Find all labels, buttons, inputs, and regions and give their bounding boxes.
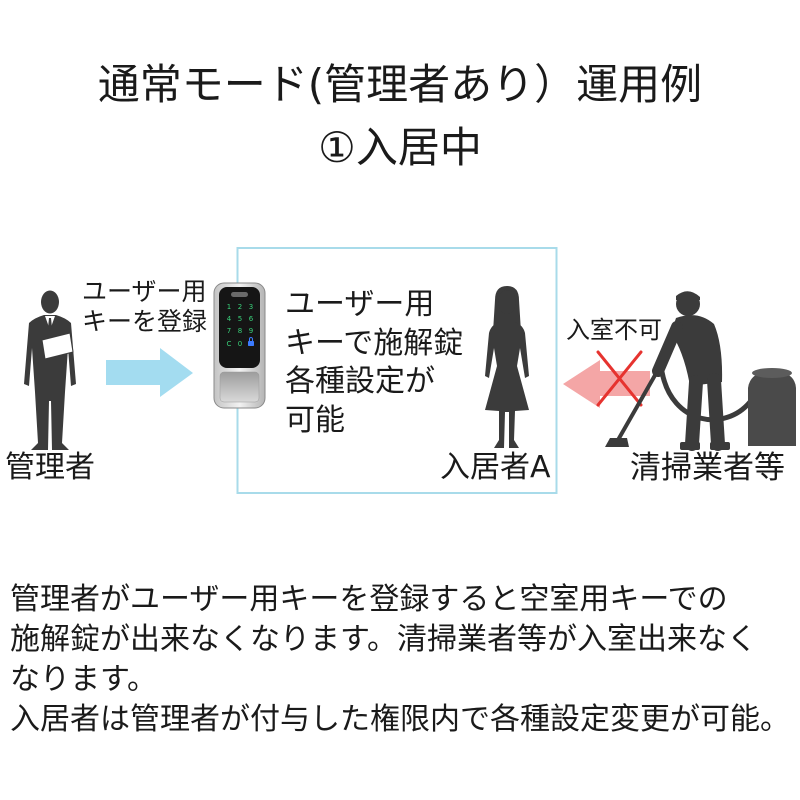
keypad-key: 6 xyxy=(249,315,254,323)
vacuum-canister xyxy=(748,370,796,446)
explanation-line: 管理者がユーザー用キーを登録すると空室用キーでの xyxy=(10,582,728,617)
woman-silhouette-icon xyxy=(485,286,529,448)
keypad-key: 1 xyxy=(227,303,231,311)
administrator-tie xyxy=(48,318,52,331)
lock-keypad-panel xyxy=(219,287,260,368)
keypad-key: 2 xyxy=(238,303,242,311)
unit-description-line: ユーザー用 xyxy=(285,287,435,322)
cleaner-leg xyxy=(707,373,725,451)
arrow-right-icon xyxy=(106,348,193,397)
keypad-key: C xyxy=(227,340,232,348)
resident-head xyxy=(498,290,516,314)
arrow-left-icon xyxy=(563,360,650,408)
administrator-label: 管理者 xyxy=(5,450,95,485)
keypad-key: 7 xyxy=(227,327,231,335)
cleaner-torso xyxy=(671,315,723,386)
document-icon xyxy=(41,332,74,360)
cleaner-arm xyxy=(652,321,683,377)
explanation-paragraph: 管理者がユーザー用キーを登録すると空室用キーでの 施解錠が出来なくなります。清掃… xyxy=(10,580,790,740)
resident-label: 入居者A xyxy=(440,450,551,485)
businessman-silhouette-icon xyxy=(24,290,76,450)
cleaner-with-vacuum-icon xyxy=(605,291,796,451)
keypad-key: 8 xyxy=(238,327,242,335)
resident-body xyxy=(485,322,529,448)
lock-icon xyxy=(248,337,254,346)
explanation-line: 施解錠が出来なくなります。清掃業者等が入室出来なく xyxy=(10,622,757,657)
unit-description-line: 可能 xyxy=(285,402,345,438)
cleaner-cap xyxy=(676,291,700,300)
register-key-caption-line: キーを登録 xyxy=(82,307,208,336)
unit-description-line: キーで施解錠 xyxy=(285,325,464,361)
unit-description-line: 各種設定が xyxy=(285,364,435,399)
lock-handle xyxy=(219,371,260,403)
explanation-line: なります。 xyxy=(10,662,157,697)
page-subtitle: ①入居中 xyxy=(318,123,482,172)
cleaner-shoe xyxy=(680,442,700,450)
vacuum-nozzle xyxy=(605,438,629,447)
administrator-head xyxy=(41,290,59,314)
unit-description: ユーザー用 キーで施解錠 各種設定が 可能 xyxy=(285,286,463,440)
register-key-caption: ユーザー用 キーを登録 xyxy=(82,277,207,337)
explanation-line: 入居者は管理者が付与した権限内で各種設定変更が可能。 xyxy=(10,702,790,737)
keypad-key: 4 xyxy=(227,315,232,323)
keypad-key: 9 xyxy=(249,327,253,335)
keypad-key: 5 xyxy=(238,315,242,323)
entry-denied-caption: 入室不可 xyxy=(566,316,662,344)
cleaner-label: 清掃業者等 xyxy=(630,450,785,486)
keypad-key: 3 xyxy=(249,303,253,311)
vacuum-canister-lid xyxy=(752,368,792,378)
cleaner-shoe xyxy=(710,442,730,450)
keypad-key: 0 xyxy=(238,340,242,348)
register-key-caption-line: ユーザー用 xyxy=(82,277,207,306)
cleaner-leg xyxy=(685,375,703,451)
page-title: 通常モード(管理者あり）運用例 xyxy=(97,60,703,109)
card-reader-slot xyxy=(231,292,248,297)
smart-lock-icon: 1 2 3 4 5 6 7 8 9 C 0 xyxy=(213,282,266,409)
vacuum-wand xyxy=(616,368,660,442)
cross-icon xyxy=(596,350,643,407)
